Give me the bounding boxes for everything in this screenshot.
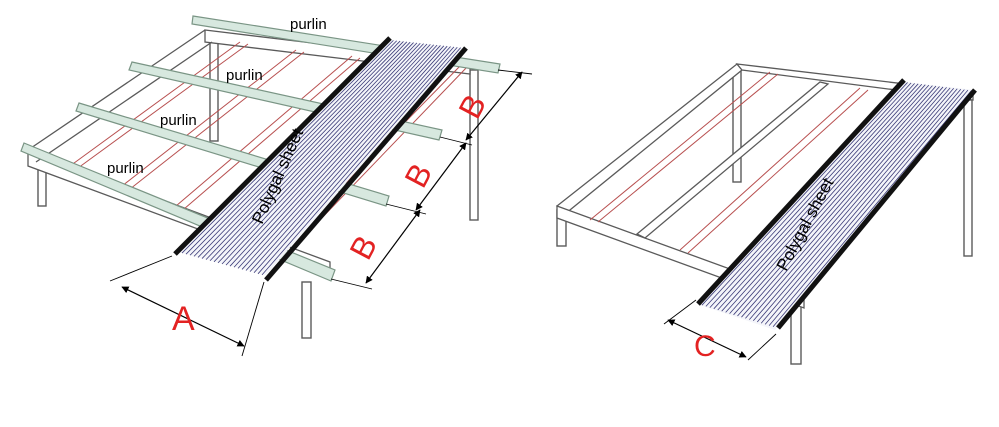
sheet-rib <box>229 44 435 267</box>
sheet-rib <box>225 44 431 266</box>
sheet-rib <box>721 84 926 312</box>
left-diagram: purlin purlin purlin purlin Polygal shee… <box>20 15 533 357</box>
sheet-rib <box>245 45 448 271</box>
purlin-label-2: purlin <box>226 67 263 84</box>
sheet-rib <box>237 45 441 269</box>
sheet-rib <box>737 86 940 317</box>
sheet-rib <box>705 82 912 307</box>
sheet-rib <box>749 87 951 320</box>
sheet-rib <box>745 87 947 319</box>
sheet-rib <box>768 89 969 326</box>
purlin-label-4: purlin <box>107 160 144 177</box>
sheet-rib <box>189 40 401 256</box>
dimension-b-chain <box>330 69 533 290</box>
sheet-rib <box>701 82 908 306</box>
purlin-label-3: purlin <box>160 112 197 129</box>
sheet-rib <box>772 90 972 328</box>
right-diagram: Polygal sheet C <box>556 63 977 365</box>
sheet-rib <box>217 43 424 264</box>
sheet-rib <box>193 41 404 257</box>
sheet-rib <box>760 88 962 324</box>
dimension-a-label: A <box>172 300 195 338</box>
sheet-rib <box>725 84 930 313</box>
sheet-rib <box>257 47 458 275</box>
sheet-rib <box>221 43 428 265</box>
sheet-rib <box>205 42 414 260</box>
sheet-rib <box>181 40 394 254</box>
sheet-rib <box>261 47 461 276</box>
sheet-rib <box>717 83 923 311</box>
sheet-rib <box>713 83 919 310</box>
dimension-c-label: C <box>694 330 716 363</box>
sheet-rib <box>709 83 915 308</box>
sheet-rib <box>253 46 455 273</box>
dimension-b-label-1: B <box>342 230 384 266</box>
sheet-rib <box>213 42 421 263</box>
purlin-labels: purlin purlin purlin purlin <box>107 16 327 177</box>
sheet-rib <box>249 46 451 272</box>
sheet-rib <box>733 85 937 316</box>
sheet-rib <box>233 44 438 268</box>
polygal-sheet-left <box>173 36 468 282</box>
sheet-rib <box>241 45 445 270</box>
dimension-c <box>663 299 777 361</box>
sheet-rib <box>764 89 965 325</box>
sheet-rib <box>729 85 933 314</box>
sheet-rib <box>185 40 398 255</box>
sheet-rib <box>209 42 418 262</box>
polygal-sheet-right <box>696 78 977 330</box>
sheet-rib <box>197 41 408 258</box>
sheet-rib <box>752 88 955 322</box>
purlin-label-1: purlin <box>290 16 327 33</box>
sheet-rib <box>201 41 411 259</box>
dimension-a <box>109 255 265 357</box>
sheet-rib <box>756 88 958 323</box>
sheet-rib <box>741 86 944 318</box>
